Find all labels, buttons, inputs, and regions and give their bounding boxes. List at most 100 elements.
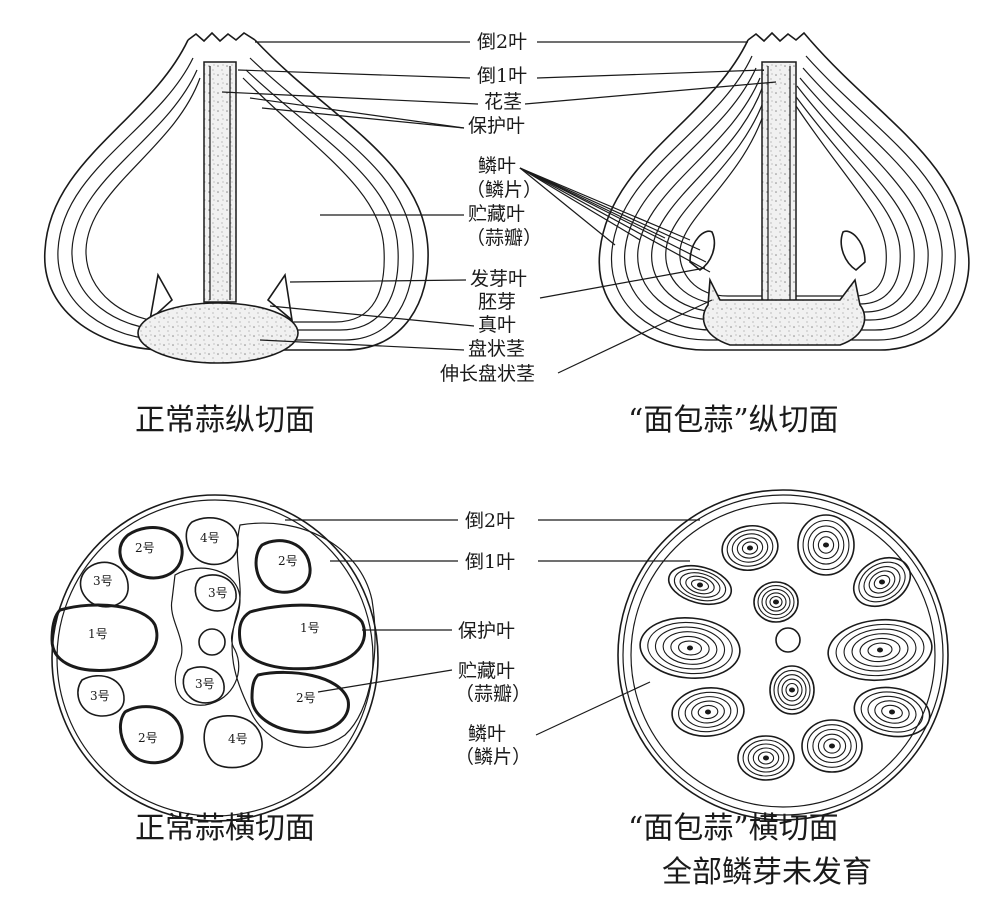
scale-ring <box>812 728 852 764</box>
scale-ring <box>867 642 893 658</box>
sprout-leaf-right <box>266 272 294 322</box>
scale-ring <box>765 592 787 612</box>
label-dao1ye: 倒1叶 <box>477 65 527 87</box>
leader-line <box>519 167 707 263</box>
bud-left <box>689 230 716 271</box>
scale-ring <box>684 696 732 728</box>
inner-ring <box>630 502 936 808</box>
sprout-leaf-left <box>148 272 174 323</box>
label-shenchang: 伸长盘状茎 <box>440 363 535 385</box>
scale-ring <box>873 574 891 590</box>
inner-ring <box>56 499 374 817</box>
leader-line <box>539 267 706 299</box>
protective-layer <box>231 522 376 749</box>
scale-ring <box>769 595 783 609</box>
flower-stalk <box>761 61 797 308</box>
scale-ring <box>737 735 795 781</box>
scale-ring <box>697 704 719 720</box>
scale-ring <box>670 635 710 661</box>
scale-ring <box>639 616 741 680</box>
scale-ring <box>817 536 835 554</box>
scale-ring <box>691 700 725 724</box>
scale-ring <box>752 747 780 769</box>
label-fayaye: 发芽叶 <box>470 268 527 290</box>
leader-line <box>519 167 701 251</box>
jagged-leaf-tip <box>187 31 256 43</box>
scale-ring <box>731 533 769 563</box>
clove-number: 3号 <box>208 586 228 600</box>
center-stalk <box>775 627 801 653</box>
scale-ring <box>685 575 715 595</box>
label-zhenye: 真叶 <box>478 314 516 336</box>
scale-ring <box>679 572 721 598</box>
scale-ring <box>812 530 840 560</box>
outer-ring <box>51 494 379 822</box>
caption-bread-cross: “面包蒜”横切面 <box>628 811 839 846</box>
scale-ring <box>801 719 863 773</box>
bottom-labels: 倒2叶 倒1叶 保护叶 贮藏叶 （蒜瓣） 鳞叶 （鳞片） <box>285 510 700 768</box>
scale-ring <box>667 564 733 606</box>
label-linpian: （鳞片） <box>455 746 531 768</box>
scale-ring <box>835 623 925 677</box>
leader-line <box>261 107 465 129</box>
scale-core <box>789 687 795 693</box>
clove-number: 2号 <box>135 541 155 555</box>
scale-ring <box>747 743 785 773</box>
scale-ring <box>726 529 774 567</box>
top-labels: 倒2叶 倒1叶 花茎 保护叶 鳞叶 （鳞片） 贮藏叶 （蒜瓣） 发芽叶 胚芽 真… <box>221 31 777 385</box>
label-dao1ye: 倒1叶 <box>465 551 515 573</box>
label-zhucangye: 贮藏叶 <box>458 660 515 682</box>
clove-3-bottom-left <box>77 675 125 717</box>
scale-ring <box>853 686 931 738</box>
elongated-basal-plate <box>702 277 866 346</box>
leader-line <box>289 279 467 283</box>
scale-core <box>829 743 835 749</box>
scale-ring <box>868 570 896 594</box>
concentric-scale-groups <box>639 514 933 781</box>
label-linpian: （鳞片） <box>466 179 542 201</box>
scale-ring <box>851 633 909 667</box>
scale-ring <box>671 687 745 737</box>
center-stalk <box>198 628 226 656</box>
label-dao2ye: 倒2叶 <box>465 510 515 532</box>
leader-line <box>259 339 465 351</box>
scale-core <box>773 599 779 605</box>
scale-ring <box>777 674 807 706</box>
label-linye: 鳞叶 <box>478 155 516 177</box>
clove-number: 3号 <box>90 689 110 703</box>
clove-2-right-top <box>254 539 312 594</box>
scale-ring <box>817 733 847 759</box>
clove-number: 1号 <box>300 621 320 635</box>
scale-ring <box>773 669 811 711</box>
clove-number: 3号 <box>195 677 215 691</box>
bread-cross-section <box>617 489 949 821</box>
caption-normal-cross: 正常蒜横切面 <box>135 811 315 846</box>
label-linye: 鳞叶 <box>468 723 506 745</box>
scale-ring <box>874 700 910 724</box>
leader-line <box>317 669 453 693</box>
leader-line <box>269 305 475 327</box>
clove-number: 4号 <box>228 732 248 746</box>
clove-1-right <box>238 603 366 671</box>
scale-ring <box>858 561 906 603</box>
leader-line <box>524 81 777 105</box>
label-suanban: （蒜瓣） <box>455 683 531 705</box>
scale-ring <box>785 682 799 698</box>
scale-ring <box>827 618 933 682</box>
scale-ring <box>781 678 803 702</box>
label-huajing: 花茎 <box>484 91 522 113</box>
scale-core <box>747 545 753 551</box>
label-baohuye: 保护叶 <box>468 115 525 137</box>
label-peiya: 胚芽 <box>478 291 516 313</box>
basal-plate <box>137 302 299 364</box>
scale-core <box>705 709 711 715</box>
clove-2-bottom <box>119 705 184 765</box>
clove-1-left <box>50 603 159 672</box>
scale-ring <box>736 537 764 559</box>
scale-ring <box>867 695 917 729</box>
scale-ring <box>647 621 733 675</box>
leader-line <box>519 167 711 273</box>
leader-line <box>536 69 765 79</box>
caption-normal-long: 正常蒜纵切面 <box>135 403 315 438</box>
